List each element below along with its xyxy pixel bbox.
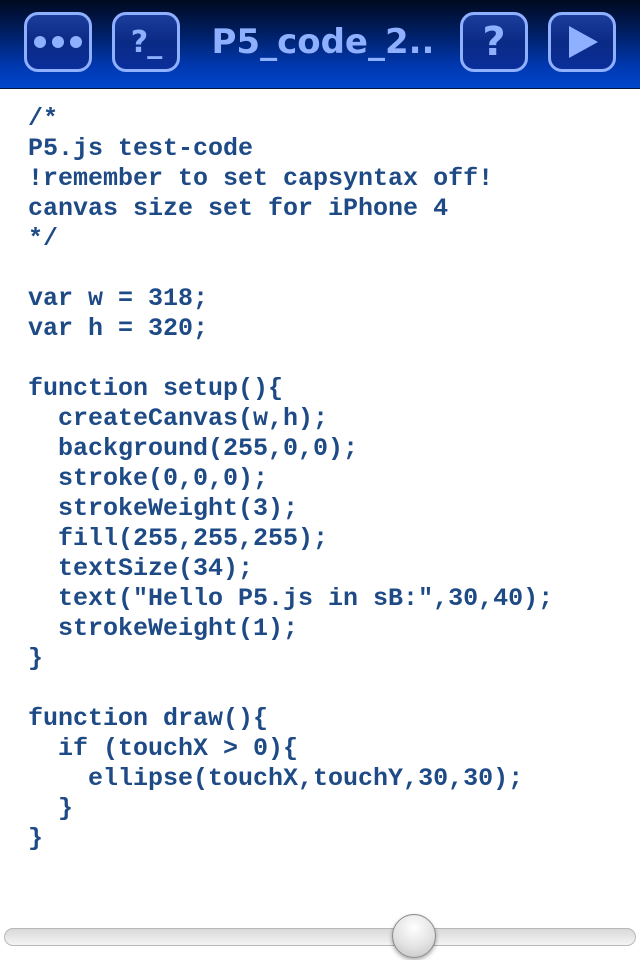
- code-editor[interactable]: /* P5.js test-code !remember to set caps…: [28, 104, 628, 894]
- scroll-slider-track[interactable]: [4, 928, 636, 946]
- console-prompt-icon: ?_: [130, 24, 162, 60]
- console-button[interactable]: ?_: [112, 12, 180, 72]
- code-line: createCanvas(w,h);: [28, 404, 329, 433]
- code-line: textSize(34);: [28, 554, 254, 583]
- code-line: background(255,0,0);: [28, 434, 359, 463]
- code-line: fill(255,255,255);: [28, 524, 329, 553]
- code-line: function setup(){: [28, 374, 284, 403]
- code-line: var h = 320;: [28, 314, 209, 343]
- code-line: }: [28, 794, 74, 823]
- code-line: if (touchX > 0){: [28, 734, 299, 763]
- play-triangle-icon: [569, 26, 598, 58]
- more-button[interactable]: [24, 12, 92, 72]
- top-toolbar: ?_ P5_code_2.. ?: [0, 0, 640, 88]
- code-line: strokeWeight(3);: [28, 494, 299, 523]
- code-line: function draw(){: [28, 704, 269, 733]
- code-line: var w = 318;: [28, 284, 209, 313]
- code-text[interactable]: /* P5.js test-code !remember to set caps…: [28, 104, 628, 854]
- code-line: }: [28, 644, 44, 673]
- help-question-icon: ?: [482, 19, 506, 65]
- code-line: stroke(0,0,0);: [28, 464, 269, 493]
- scroll-slider-thumb[interactable]: [392, 914, 437, 958]
- code-line: ellipse(touchX,touchY,30,30);: [28, 764, 524, 793]
- document-title: P5_code_2..: [211, 22, 435, 62]
- code-line: P5.js test-code: [28, 134, 254, 163]
- code-line: strokeWeight(1);: [28, 614, 299, 643]
- more-dots-icon: [34, 36, 82, 48]
- run-button[interactable]: [548, 12, 616, 72]
- help-button[interactable]: ?: [460, 12, 528, 72]
- code-line: /*: [28, 104, 59, 133]
- code-line: }: [28, 824, 44, 853]
- code-line: text("Hello P5.js in sB:",30,40);: [28, 584, 554, 613]
- code-line: !remember to set capsyntax off!: [28, 164, 494, 193]
- code-line: */: [28, 224, 59, 253]
- code-line: canvas size set for iPhone 4: [28, 194, 449, 223]
